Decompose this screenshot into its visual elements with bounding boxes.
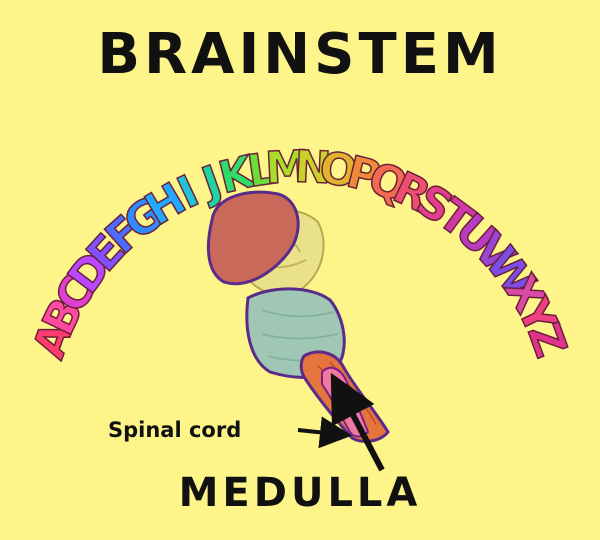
medulla-arrow bbox=[330, 372, 385, 472]
spinal-cord-arrow bbox=[297, 416, 352, 449]
alphabet-letter-o: O bbox=[316, 142, 360, 198]
midbrain-region bbox=[206, 190, 300, 286]
spinal-cord-label: Spinal cord bbox=[108, 418, 242, 442]
alphabet-letter-m: M bbox=[264, 141, 310, 194]
diagram-title: BRAINSTEM bbox=[97, 22, 503, 87]
medulla-label: MEDULLA bbox=[178, 470, 422, 516]
alphabet-letter-n: N bbox=[293, 141, 332, 194]
brainstem-figure bbox=[206, 190, 390, 443]
